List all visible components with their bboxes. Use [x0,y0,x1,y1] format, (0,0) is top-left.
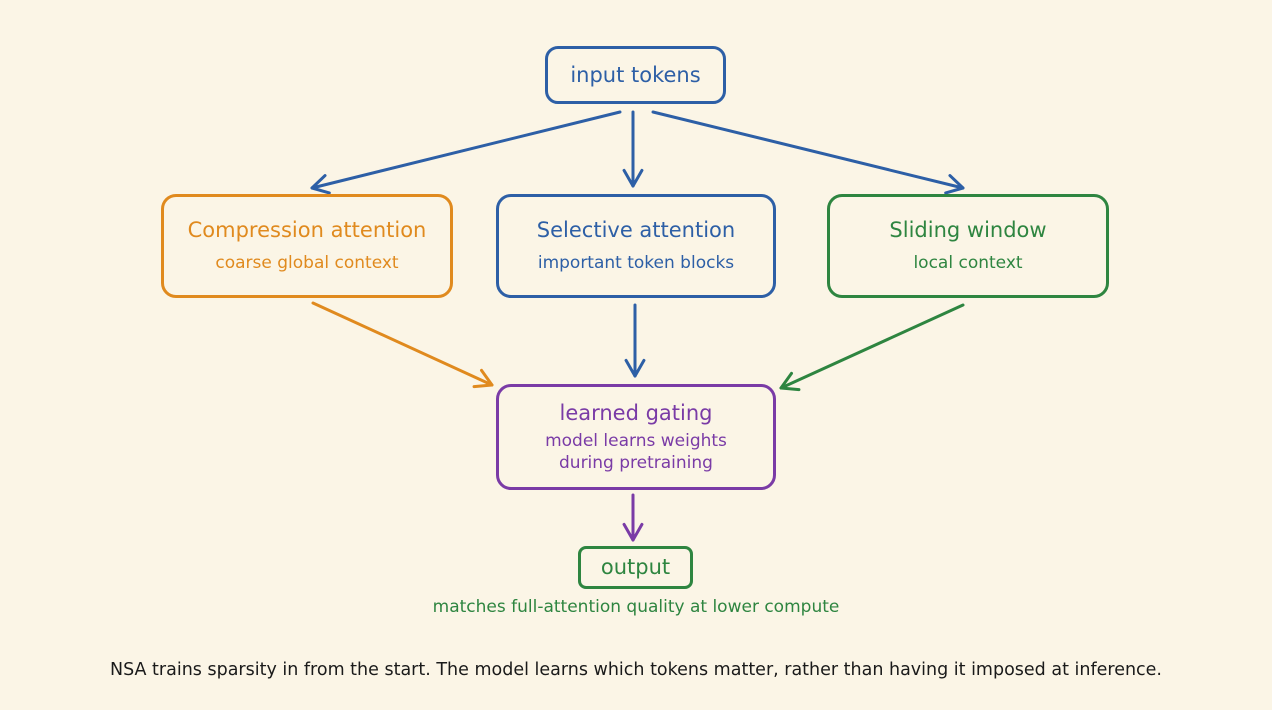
arrow-compression-to-gating [311,301,494,387]
arrowhead-input-to-sliding [944,174,965,195]
node-input-tokens: input tokens [545,46,726,104]
node-selective-attention-title: Selective attention [536,218,736,243]
node-output: output [578,546,693,589]
arrowhead-input-to-compression [310,174,331,195]
node-compression-attention-subtitle: coarse global context [215,252,399,273]
node-learned-gating: learned gating model learns weights duri… [496,384,776,490]
node-output-title: output [600,555,671,580]
output-caption: matches full-attention quality at lower … [432,597,840,617]
arrowhead-sliding-to-gating [779,371,801,392]
node-learned-gating-subtitle-line2: during pretraining [559,453,713,474]
node-learned-gating-subtitle-line1: model learns weights [545,431,727,452]
arrow-input-to-sliding [651,110,965,190]
node-sliding-window-title: Sliding window [889,218,1047,243]
node-selective-attention: Selective attention important token bloc… [496,194,776,298]
arrow-input-to-compression [310,110,622,190]
node-input-tokens-title: input tokens [570,62,701,87]
node-sliding-window-subtitle: local context [913,252,1023,273]
node-selective-attention-subtitle: important token blocks [537,252,735,273]
node-learned-gating-title: learned gating [559,400,713,425]
arrowhead-selective-to-gating [624,358,646,378]
footer-note: NSA trains sparsity in from the start. T… [110,660,1162,680]
node-compression-attention-title: Compression attention [187,218,427,243]
node-compression-attention: Compression attention coarse global cont… [161,194,453,298]
arrowhead-compression-to-gating [472,368,494,389]
arrowhead-gating-to-output [622,522,644,542]
node-sliding-window: Sliding window local context [827,194,1109,298]
arrow-sliding-to-gating [779,303,965,390]
node-learned-gating-subtitle: model learns weights during pretraining [545,430,727,474]
arrowhead-input-to-selective [622,168,644,188]
